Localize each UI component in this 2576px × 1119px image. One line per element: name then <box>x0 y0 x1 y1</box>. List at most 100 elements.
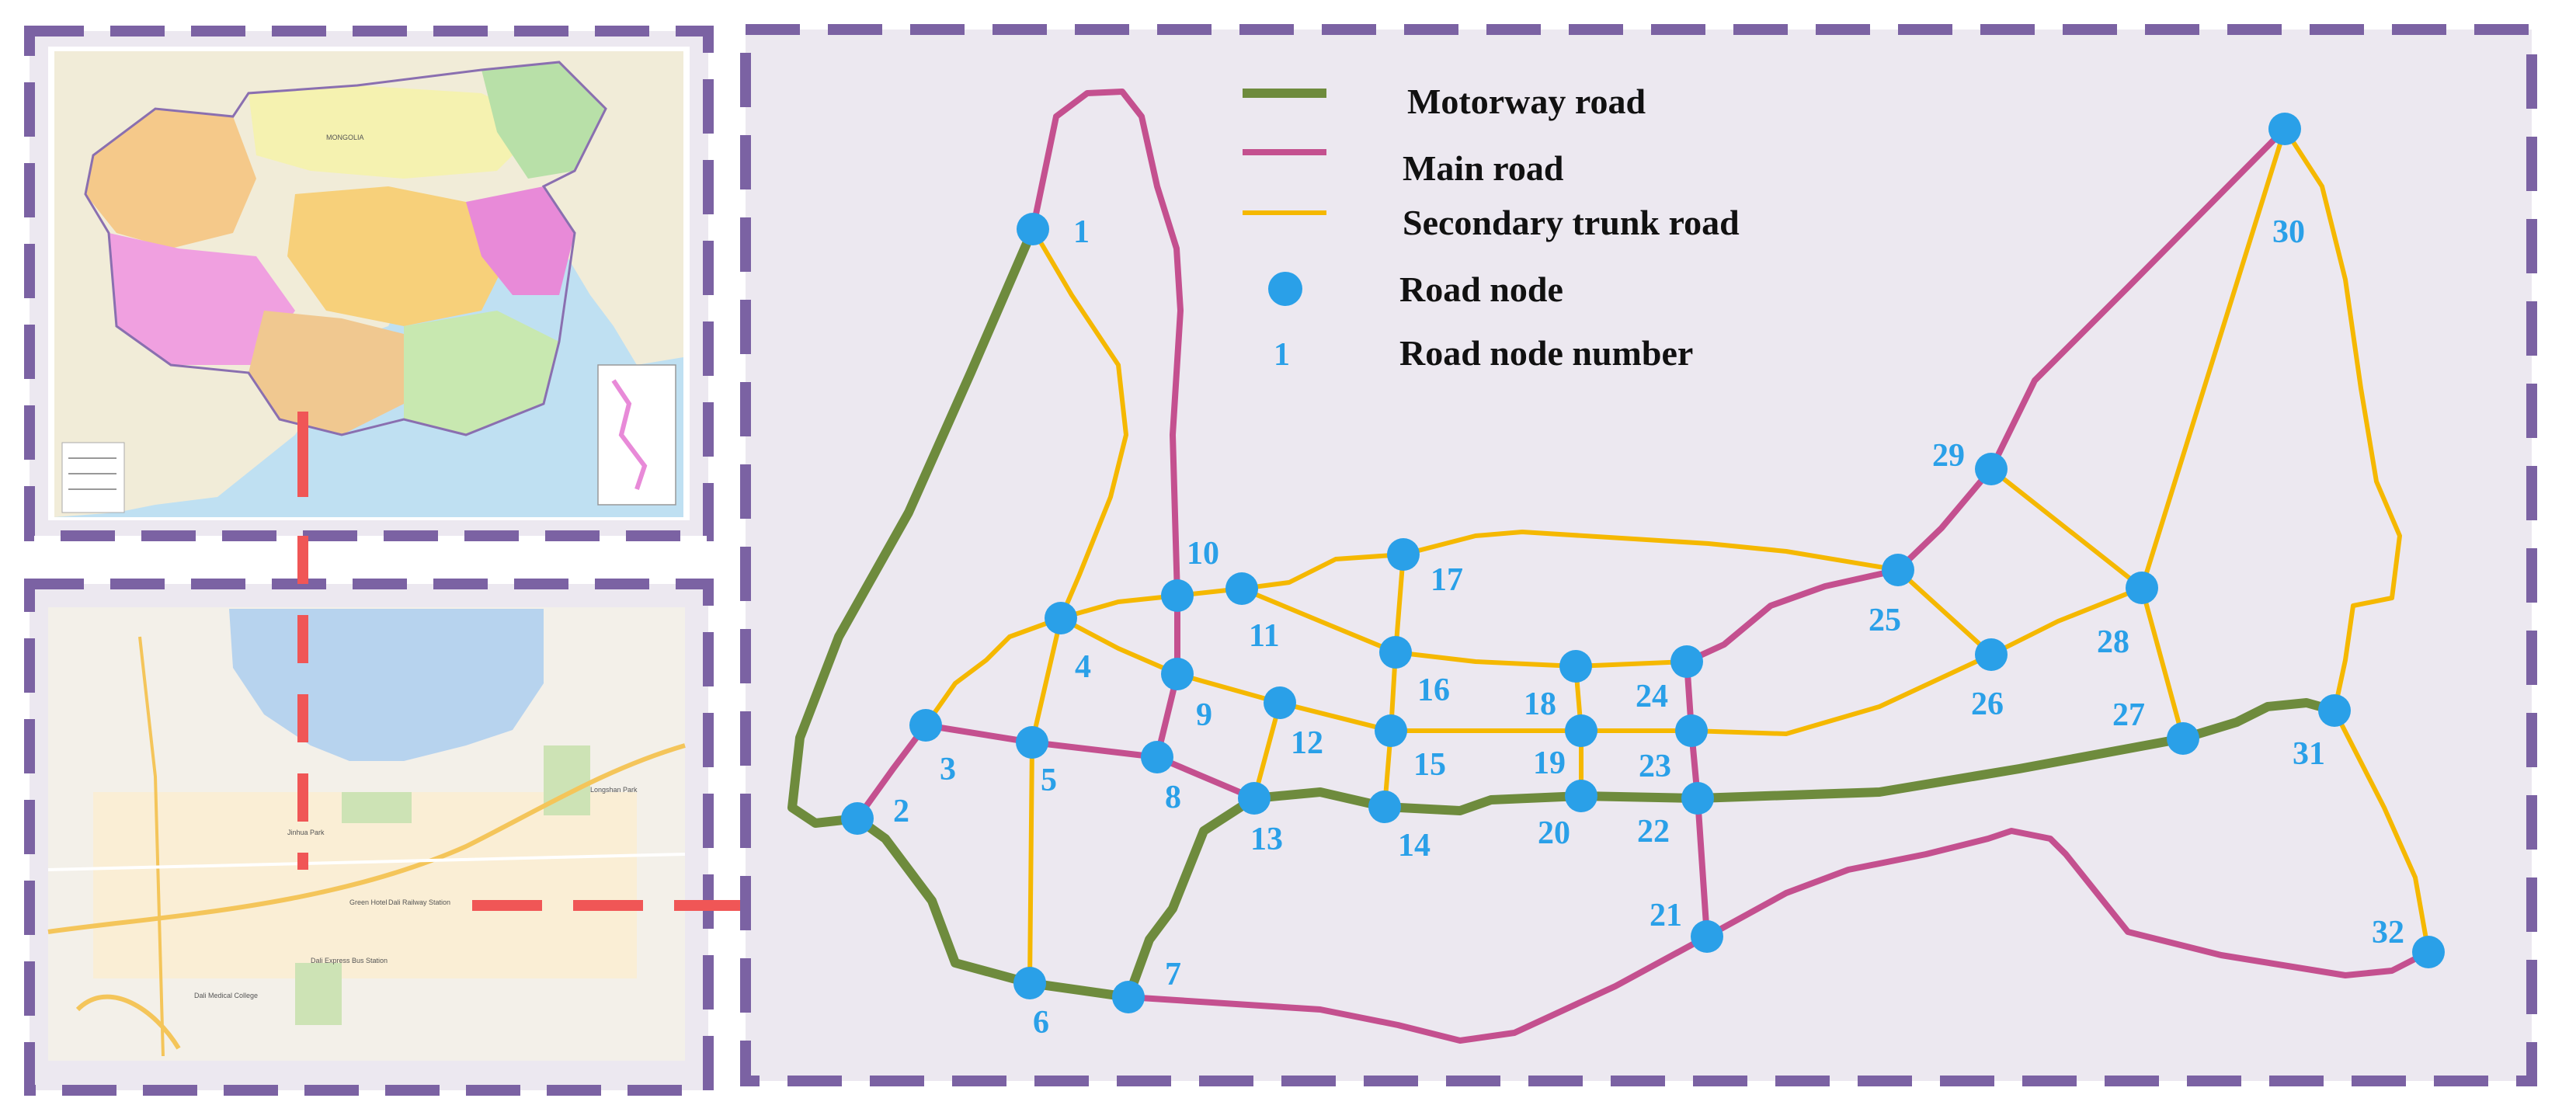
road-node-label-14: 14 <box>1398 828 1431 864</box>
city-map-label: Dali Medical College <box>194 992 258 999</box>
road-node-label-20: 20 <box>1538 815 1570 851</box>
city-road-4 <box>75 994 181 1050</box>
road-node-label-13: 13 <box>1250 822 1283 857</box>
road-node-8 <box>1141 741 1173 773</box>
road-node-label-7: 7 <box>1165 957 1181 992</box>
road-node-label-12: 12 <box>1291 725 1323 761</box>
road-node-32 <box>2412 936 2445 968</box>
road-node-20 <box>1565 780 1597 812</box>
legend-motorway-label: Motorway road <box>1407 82 1646 121</box>
road-node-3 <box>909 709 942 742</box>
city-park-3 <box>342 792 412 823</box>
road-node-label-9: 9 <box>1196 697 1212 733</box>
road-node-label-32: 32 <box>2372 915 2404 950</box>
road-node-25 <box>1882 554 1914 586</box>
road-node-15 <box>1375 714 1407 747</box>
road-node-30 <box>2268 113 2301 145</box>
road-node-6 <box>1013 967 1046 999</box>
road-node-5 <box>1016 726 1048 759</box>
road-node-label-16: 16 <box>1417 672 1450 708</box>
legend-node-number-symbol: 1 <box>1274 337 1290 373</box>
road-node-label-22: 22 <box>1637 814 1670 850</box>
road-node-10 <box>1161 579 1194 612</box>
road-node-7 <box>1112 981 1145 1013</box>
motorway-road-segment <box>787 224 1038 828</box>
road-node-label-10: 10 <box>1187 536 1219 572</box>
road-node-label-5: 5 <box>1041 763 1057 798</box>
road-node-label-15: 15 <box>1413 747 1446 783</box>
road-node-21 <box>1691 920 1723 953</box>
city-map-label: Dali Railway Station <box>388 898 450 906</box>
road-node-27 <box>2167 722 2199 755</box>
china-west-region <box>85 109 256 248</box>
china-central-region <box>287 186 513 326</box>
china-southwest-region <box>249 311 404 435</box>
city-map-label: Longshan Park <box>590 786 638 794</box>
road-node-label-17: 17 <box>1431 562 1463 598</box>
country-map-inset: MONGOLIA <box>24 26 714 541</box>
main-road-segment <box>1125 828 2432 1044</box>
road-node-label-28: 28 <box>2097 624 2129 660</box>
road-node-13 <box>1238 782 1271 815</box>
road-node-9 <box>1161 658 1194 690</box>
secondary-road-segment <box>923 530 1900 728</box>
road-node-19 <box>1565 714 1597 747</box>
legend-node-number-label: Road node number <box>1399 333 1693 373</box>
country-map-legend <box>61 442 125 513</box>
secondary-road-segment <box>2282 127 2431 954</box>
main-road-segment <box>854 722 1257 822</box>
legend-secondary-label: Secondary trunk road <box>1403 203 1740 242</box>
country-map-label-mongolia: MONGOLIA <box>326 134 364 141</box>
secondary-road-segment <box>1382 552 1406 809</box>
road-node-29 <box>1975 453 2008 485</box>
road-node-label-24: 24 <box>1636 679 1668 714</box>
road-nodes <box>841 113 2445 1013</box>
road-network-frame <box>740 24 2537 1086</box>
road-node-label-4: 4 <box>1075 649 1091 685</box>
country-map-subinset <box>597 364 676 506</box>
road-node-23 <box>1675 714 1708 747</box>
road-node-label-25: 25 <box>1869 603 1901 638</box>
city-road-2 <box>138 636 165 1057</box>
road-node-label-30: 30 <box>2272 214 2305 250</box>
china-tibet-region <box>109 233 295 365</box>
road-node-2 <box>841 802 874 835</box>
road-node-label-2: 2 <box>893 794 909 829</box>
road-node-label-18: 18 <box>1524 686 1556 722</box>
secondary-road-segment <box>1027 227 1128 985</box>
road-node-17 <box>1387 538 1420 571</box>
motorway-road-segment <box>1124 698 2339 1002</box>
road-node-26 <box>1975 638 2008 671</box>
city-map-inset: Dali Railway Station Dali Medical Colleg… <box>24 579 714 1096</box>
city-map-label: Dali Express Bus Station <box>311 957 388 964</box>
motorway-road-segment <box>853 814 1133 1002</box>
road-node-28 <box>2126 572 2158 604</box>
city-map-label: Jinhua Park <box>287 829 325 836</box>
road-node-label-31: 31 <box>2293 736 2325 772</box>
road-node-label-3: 3 <box>940 752 956 787</box>
legend: Motorway road Main road Secondary trunk … <box>1243 82 1740 373</box>
road-node-label-29: 29 <box>1932 438 1965 474</box>
china-east-region <box>466 186 575 295</box>
secondary-road-segment <box>1896 568 1994 657</box>
road-node-11 <box>1225 572 1258 605</box>
city-park-2 <box>295 963 342 1025</box>
road-node-label-8: 8 <box>1165 780 1181 815</box>
city-road-3 <box>47 853 686 871</box>
road-node-22 <box>1681 782 1714 815</box>
china-south-region <box>404 311 559 435</box>
road-node-31 <box>2318 694 2351 727</box>
china-north-region <box>249 85 544 179</box>
china-border <box>84 61 607 436</box>
china-northeast-region <box>481 62 606 179</box>
secondary-road-segment <box>1239 586 1689 669</box>
legend-node-label: Road node <box>1399 269 1563 309</box>
road-node-18 <box>1559 650 1592 683</box>
city-map-label: Green Hotel <box>349 898 388 906</box>
road-node-1 <box>1017 213 1049 245</box>
road-node-label-11: 11 <box>1249 618 1280 654</box>
road-node-12 <box>1264 686 1296 719</box>
legend-main-label: Main road <box>1403 148 1564 188</box>
